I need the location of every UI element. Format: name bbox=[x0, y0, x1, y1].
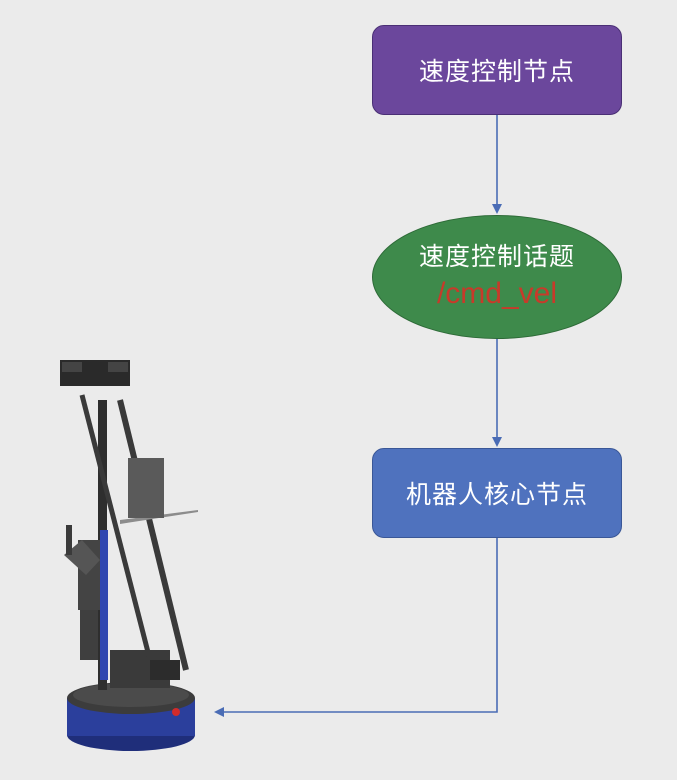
robot-core-node-label: 机器人核心节点 bbox=[405, 480, 588, 509]
cmd-vel-topic-label: /cmd_vel bbox=[436, 276, 558, 310]
robot-core-node[interactable]: 机器人核心节点 bbox=[372, 448, 622, 538]
speed-control-topic-label: 速度控制话题 bbox=[418, 241, 575, 271]
speed-control-node[interactable]: 速度控制节点 bbox=[372, 25, 622, 115]
arrow-core-to-robot bbox=[214, 538, 498, 717]
robot-illustration bbox=[60, 360, 198, 751]
speed-control-node-label: 速度控制节点 bbox=[418, 57, 575, 86]
speed-control-topic-node[interactable]: 速度控制话题 /cmd_vel bbox=[372, 215, 622, 339]
